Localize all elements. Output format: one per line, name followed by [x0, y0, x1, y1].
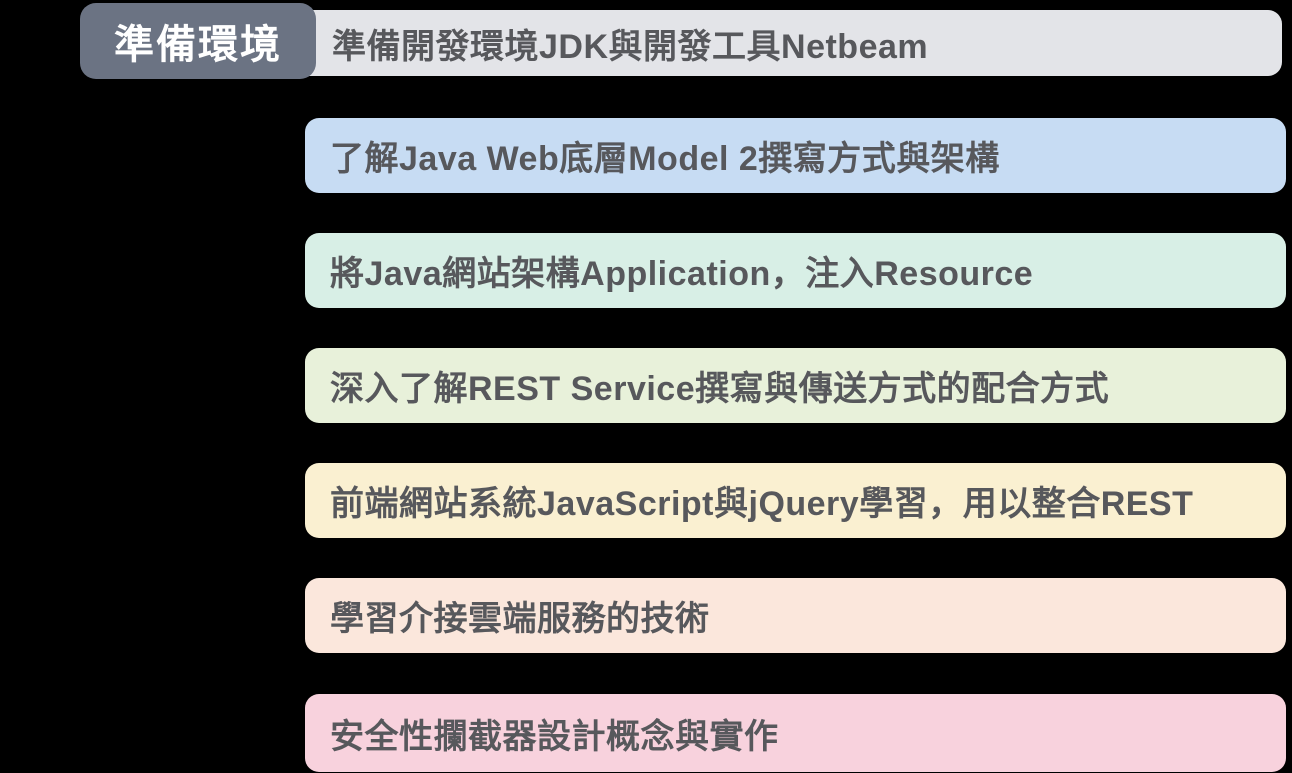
step-item-6-text: 學習介接雲端服務的技術 [330, 600, 710, 638]
step-item-5: 前端網站系統JavaScript與jQuery學習，用以整合REST [305, 463, 1286, 538]
step-item-2-text: 了解Java Web底層Model 2撰寫方式與架構 [330, 140, 1000, 178]
step-item-1: 準備開發環境JDK與開發工具Netbeam [240, 10, 1282, 76]
step-item-5-text: 前端網站系統JavaScript與jQuery學習，用以整合REST [330, 485, 1194, 523]
step-item-7-text: 安全性攔截器設計概念與實作 [330, 717, 779, 756]
stage-label-text: 準備環境 [114, 23, 282, 67]
stage-label: 準備環境 [80, 3, 316, 79]
step-item-4-text: 深入了解REST Service撰寫與傳送方式的配合方式 [330, 370, 1110, 408]
step-item-1-text: 準備開發環境JDK與開發工具Netbeam [332, 27, 929, 66]
step-item-4: 深入了解REST Service撰寫與傳送方式的配合方式 [305, 348, 1286, 423]
step-item-7: 安全性攔截器設計概念與實作 [305, 694, 1286, 772]
step-item-2: 了解Java Web底層Model 2撰寫方式與架構 [305, 118, 1286, 193]
step-item-3: 將Java網站架構Application，注入Resource [305, 233, 1286, 308]
step-item-6: 學習介接雲端服務的技術 [305, 578, 1286, 653]
step-item-3-text: 將Java網站架構Application，注入Resource [330, 255, 1034, 293]
